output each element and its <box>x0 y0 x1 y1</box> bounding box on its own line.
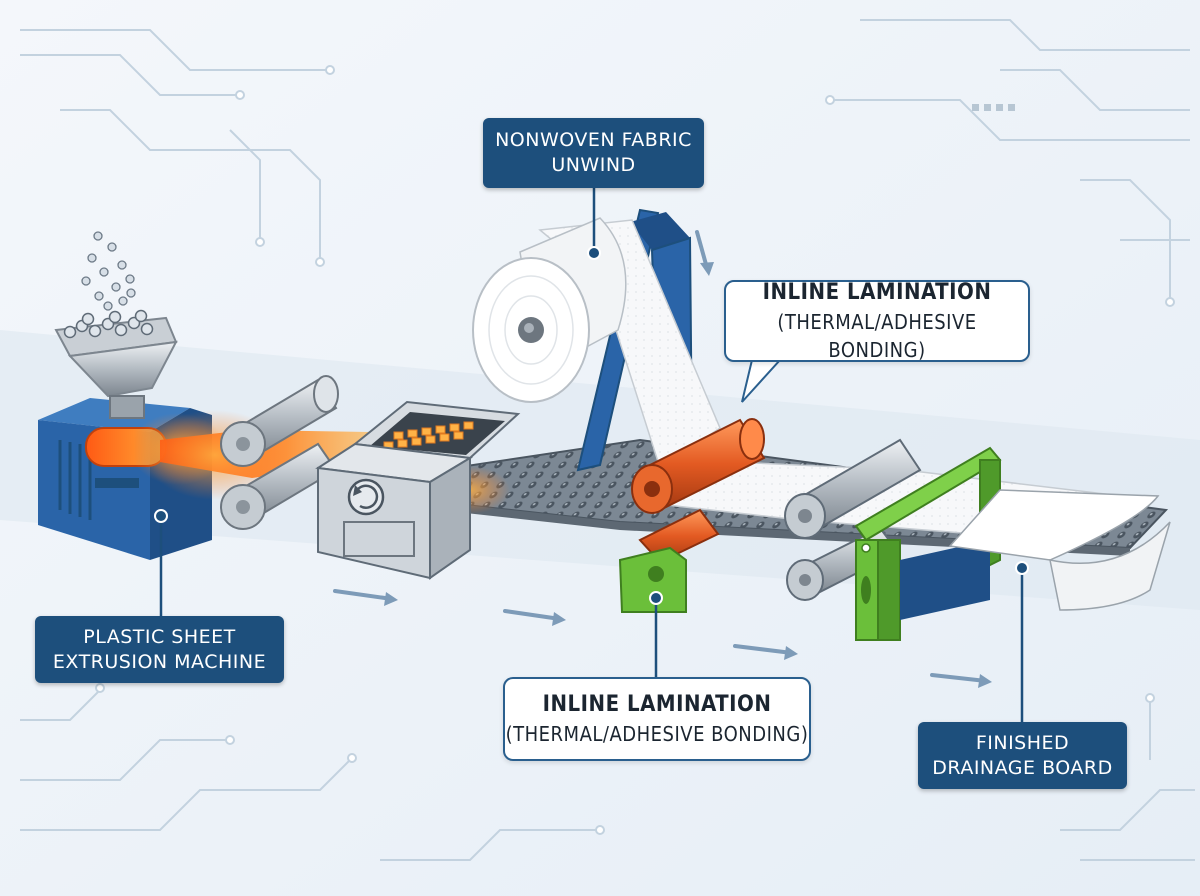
sheet-edge <box>420 500 1130 556</box>
flow-direction-arrow-icon <box>333 230 992 688</box>
label-line-1: NONWOVEN FABRIC <box>495 129 692 151</box>
label-line-2: (THERMAL/ADHESIVE BONDING) <box>505 722 809 746</box>
inline-lamination-label-top: INLINE LAMINATION (THERMAL/ADHESIVE BOND… <box>724 280 1030 362</box>
label-line-1: INLINE LAMINATION <box>542 692 772 717</box>
control-dial-icon <box>347 478 385 516</box>
label-line-2: DRAINAGE BOARD <box>932 756 1113 779</box>
label-line-2: UNWIND <box>551 154 636 176</box>
thermoforming-unit <box>315 400 521 580</box>
circuit-dots <box>972 104 1015 111</box>
calender-rollers <box>220 375 339 530</box>
plastic-sheet-extrusion-machine-label: PLASTIC SHEET EXTRUSION MACHINE <box>35 616 284 683</box>
finished-drainage-board-label: FINISHED DRAINAGE BOARD <box>918 722 1127 789</box>
inline-lamination-label-bottom: INLINE LAMINATION (THERMAL/ADHESIVE BOND… <box>503 677 811 761</box>
callout-pointer-dots <box>154 246 1029 605</box>
nonwoven-fabric-unwind-label: NONWOVEN FABRIC UNWIND <box>483 118 704 188</box>
label-line-2: EXTRUSION MACHINE <box>52 650 267 673</box>
finished-board-output <box>948 489 1171 611</box>
circuit-decoration <box>20 19 1195 861</box>
cutting-station-frame <box>854 446 1002 641</box>
circuit-nodes <box>95 65 1175 835</box>
pellet-granules-icon <box>63 231 154 339</box>
label-line-1: INLINE LAMINATION <box>762 280 992 305</box>
label-line-1: PLASTIC SHEET <box>83 625 236 648</box>
callout-pointers <box>159 188 1024 722</box>
lamination-green-bracket <box>618 546 687 613</box>
label-line-1: FINISHED <box>975 731 1070 754</box>
label-line-2: (THERMAL/ADHESIVE BONDING) <box>777 310 977 362</box>
lamination-heated-roller <box>631 418 766 514</box>
